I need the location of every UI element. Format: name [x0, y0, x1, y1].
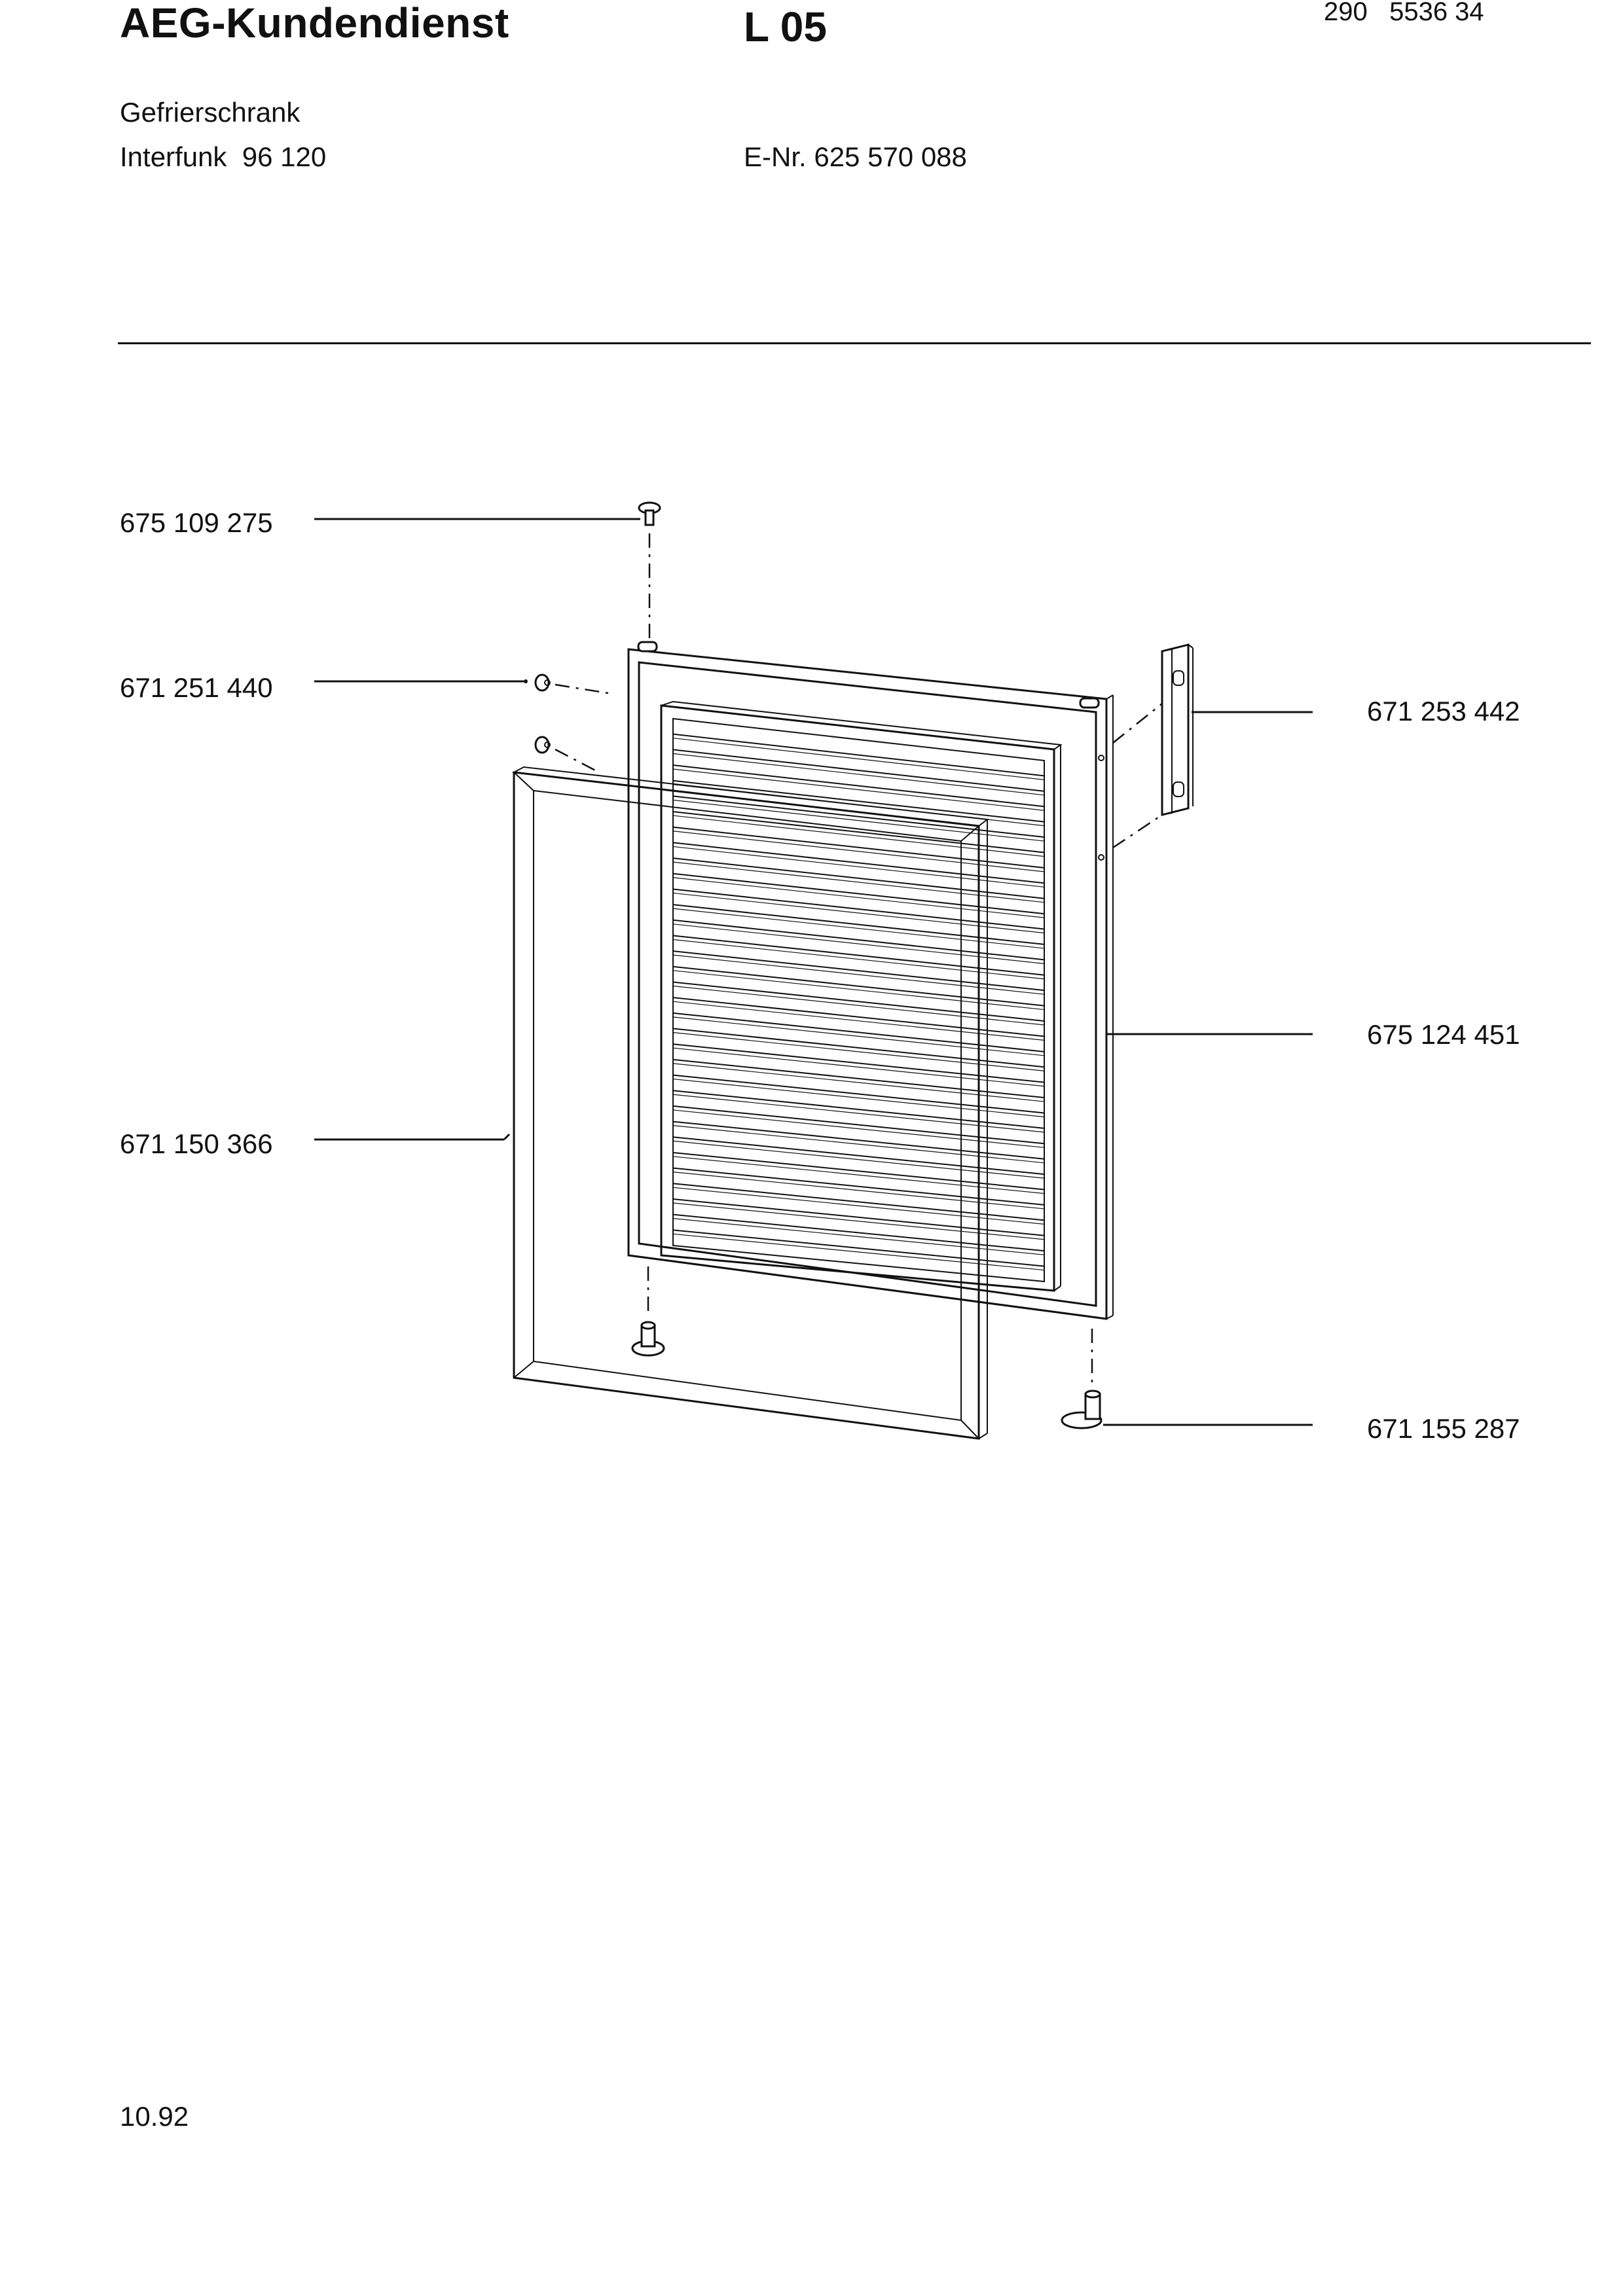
- brand-title: AEG-Kundendienst: [120, 0, 509, 46]
- top-hinge-pin: [638, 501, 661, 638]
- header-divider: [118, 342, 1591, 344]
- grill-slat-edge: [673, 861, 1044, 903]
- part-label-bottom-hinge-pin: 671 155 287: [1367, 1413, 1520, 1444]
- grill-slat: [673, 1012, 1044, 1052]
- grill-slat: [673, 919, 1044, 961]
- grill-slat-edge: [673, 892, 1044, 934]
- grill-slat: [673, 1213, 1044, 1252]
- grill-slat: [673, 811, 1044, 853]
- grill-slat: [673, 749, 1044, 792]
- grill-slat-edge: [673, 815, 1044, 857]
- screw-caps: [534, 673, 613, 774]
- part-label-door-gasket: 671 150 366: [120, 1128, 273, 1159]
- door-gasket: [511, 766, 989, 1440]
- grill-slat: [673, 857, 1044, 899]
- grill-slat-edge: [673, 908, 1044, 949]
- grill-slat: [673, 1151, 1044, 1191]
- e-number: E-Nr. 625 570 088: [744, 141, 967, 172]
- part-label-top-hinge-pin: 675 109 275: [120, 507, 273, 538]
- grill-slat-edge: [673, 1016, 1044, 1056]
- grill-slat: [673, 1074, 1044, 1114]
- grill-slat: [673, 950, 1044, 992]
- grill-slat-edge: [673, 846, 1044, 888]
- grill-slat: [673, 1043, 1044, 1083]
- grill-slat: [673, 1058, 1044, 1099]
- grill-slat: [673, 981, 1044, 1022]
- grill-slat-edge: [673, 1047, 1044, 1087]
- grill-slat: [673, 842, 1044, 884]
- door-panel: [627, 641, 1114, 1320]
- grill-slat: [673, 1105, 1044, 1145]
- grill-slat: [673, 888, 1044, 930]
- grill-slat: [673, 1028, 1044, 1068]
- grill-slat: [673, 1121, 1044, 1160]
- grill-slat-edge: [673, 1156, 1044, 1194]
- grill-slat-edge: [673, 768, 1044, 811]
- grill-slat-edge: [673, 1140, 1044, 1179]
- grill-slat: [673, 935, 1044, 976]
- grill-slat-edge: [673, 1001, 1044, 1041]
- grill-slat-edge: [673, 924, 1044, 964]
- bottom-hinge-pins: [631, 1266, 1103, 1429]
- grill-slat-edge: [673, 877, 1044, 918]
- grill-slat: [673, 826, 1044, 869]
- grill-slat-edge: [673, 970, 1044, 1011]
- part-label-door-handle: 671 253 442: [1367, 696, 1520, 726]
- grill-slat-edge: [673, 753, 1044, 796]
- grill-slat: [673, 1229, 1044, 1267]
- grill-slat: [673, 764, 1044, 808]
- grill-slat-edge: [673, 1202, 1044, 1240]
- grill-slat-edge: [673, 1187, 1044, 1225]
- grill-slat-edge: [673, 954, 1044, 995]
- part-label-screw-cap: 671 251 440: [120, 672, 273, 703]
- grill-slat: [673, 1183, 1044, 1221]
- door-handle: [1161, 643, 1194, 816]
- grill-slat-edge: [673, 1063, 1044, 1102]
- grill-slat-edge: [673, 799, 1044, 842]
- grill-slat: [673, 1167, 1044, 1206]
- document-number: 290 5536 34: [1324, 0, 1484, 26]
- grill-slat-edge: [673, 1233, 1044, 1271]
- model-name: Interfunk 96 120: [120, 141, 327, 172]
- grill-slat-edge: [673, 1109, 1044, 1148]
- grill-slat: [673, 795, 1044, 838]
- grill-slat-edge: [673, 1031, 1044, 1071]
- grill-slat: [673, 997, 1044, 1037]
- grill-slat: [673, 733, 1044, 777]
- grill-slat-edge: [673, 831, 1044, 872]
- grill-slat: [673, 1090, 1044, 1129]
- grill-slat: [673, 965, 1044, 1007]
- part-label-door-panel: 675 124 451: [1367, 1019, 1520, 1050]
- grill-slat-edge: [673, 985, 1044, 1026]
- grill-slat-edge: [673, 738, 1044, 781]
- grill-slat: [673, 1198, 1044, 1236]
- grill-slat: [673, 780, 1044, 823]
- grill-slat: [673, 904, 1044, 945]
- grill-slat-edge: [673, 1094, 1044, 1133]
- grill-slat-edge: [673, 1078, 1044, 1118]
- grill-slat-edge: [673, 939, 1044, 980]
- leader-lines: [314, 518, 1313, 1426]
- grill-slat: [673, 1136, 1044, 1175]
- section-code: L 05: [744, 3, 827, 50]
- grill-slat-edge: [673, 1124, 1044, 1164]
- appliance-type: Gefrierschrank: [120, 97, 301, 128]
- grill-slat-edge: [673, 1172, 1044, 1210]
- grill-slat: [673, 872, 1044, 915]
- grill-slat-edge: [673, 1218, 1044, 1255]
- revision-date: 10.92: [120, 2101, 189, 2132]
